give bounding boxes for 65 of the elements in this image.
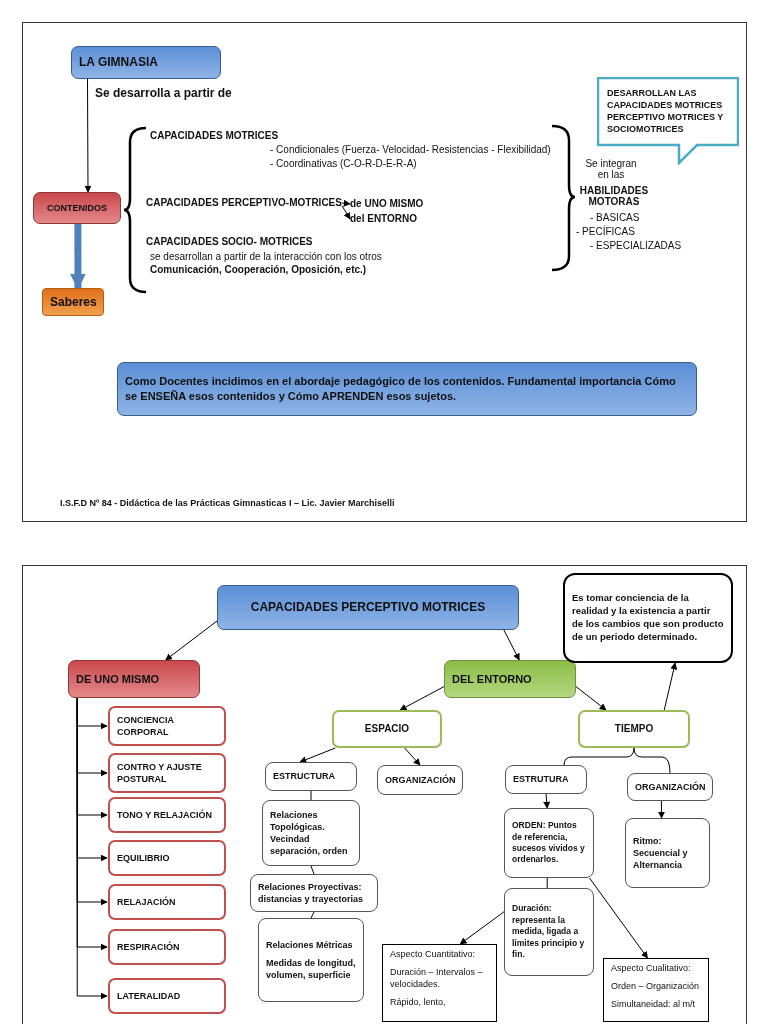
connector-line <box>546 877 548 889</box>
list-item-text: - Coordinativas (C-O-R-D-E-R-A) <box>270 158 417 169</box>
list-item-text: - Condicionales (Fuerza- Velocidad- Resistencias - Flexibilidad) <box>270 144 551 155</box>
category-box: DE UNO MISMO <box>68 660 200 698</box>
heading-text: HABILIDADES MOTORAS <box>578 185 650 207</box>
concept-box: ORGANIZACIÓN <box>627 773 713 801</box>
arrow <box>589 877 648 959</box>
category-box: DEL ENTORNO <box>444 660 576 698</box>
category-box: CONTENIDOS <box>33 192 121 224</box>
node-text: de UNO MISMO <box>350 197 424 211</box>
text-box: Aspecto Cuantitativo: Duración – Intervalos – velocidades. Rápido, lento, <box>382 944 497 1022</box>
concept-box: CONCIENCIA CORPORAL <box>108 706 226 746</box>
concept-box: TONO Y RELAJACIÓN <box>108 797 226 833</box>
arrow <box>399 686 445 711</box>
arrow <box>165 620 218 661</box>
arrow <box>69 224 86 290</box>
footer-text: I.S.F.D Nº 84 - Didáctica de las Prácticas Gimnasticas I – Lic. Javier Marchiselli <box>60 498 395 508</box>
concept-box: ESTRUTURA <box>505 765 587 794</box>
arrow <box>299 747 336 763</box>
concept-box: RELAJACIÓN <box>108 884 226 920</box>
arrow <box>543 793 551 809</box>
concept-box: Relaciones Proyectivas: distancias y trayectorias <box>250 874 378 912</box>
heading-box: Como Docentes incidimos en el abordaje pedagógico de los contenidos. Fundamental importancia Cómo se ENSEÑA esos contenidos y Cómo APRENDEN esos sujetos. <box>117 362 697 416</box>
node-text: del ENTORNO <box>350 212 418 226</box>
connector-line <box>310 790 312 801</box>
concept-box: Relaciones Métricas Medidas de longitud, volumen, superficie <box>258 918 364 1002</box>
heading-box: LA GIMNASIA <box>71 46 221 79</box>
arrow <box>341 205 351 220</box>
arrow <box>658 800 665 819</box>
arrow <box>341 199 351 207</box>
concept-box: ESPACIO <box>332 710 442 748</box>
concept-box: Relaciones Topológicas. Vecindad separación, orden <box>262 800 360 866</box>
node-text: CAPACIDADES PERCEPTIVO-MOTRICES <box>146 196 342 210</box>
arrow <box>84 78 92 193</box>
list-item-text: - PECÍFICAS <box>576 226 635 237</box>
definition-box: Es tomar conciencia de la realidad y la existencia a partir de los cambios que son producto de un periodo determinado. <box>563 573 733 663</box>
concept-box: ESTRUCTURA <box>265 762 357 791</box>
arrow <box>459 911 505 945</box>
category-box: Saberes <box>42 288 104 316</box>
concept-box: EQUILIBRIO <box>108 840 226 876</box>
heading-box: CAPACIDADES PERCEPTIVO MOTRICES <box>217 585 519 630</box>
list-item-text: - ESPECIALIZADAS <box>590 240 682 251</box>
concept-box: LATERALIDAD <box>108 978 226 1014</box>
arrow <box>404 747 421 766</box>
note-text: Comunicación, Cooperación, Oposición, etc.) <box>150 264 367 275</box>
concept-box: Ritmo: Secuencial y Alternancia <box>625 818 710 888</box>
concept-box: CONTRO Y AJUSTE POSTURAL <box>108 753 226 793</box>
connector-line <box>310 865 315 875</box>
concept-box: ORGANIZACIÓN <box>377 765 463 795</box>
arrow <box>663 662 678 711</box>
edge-label: Se desarrolla a partir de <box>95 86 232 100</box>
arrow <box>503 629 520 661</box>
connector-line <box>310 911 315 919</box>
arrow <box>76 697 108 1000</box>
arrow <box>575 686 607 711</box>
heading-text: CAPACIDADES MOTRICES <box>150 130 279 141</box>
concept-box: Duración: representa la medida, ligada a límites principio y fin. <box>504 888 594 976</box>
text-box: Aspecto Cualitativo: Orden – Organización Simultaneidad: al m/t <box>603 958 709 1022</box>
note-text: se desarrollan a partir de la interacción con los otros <box>150 251 382 262</box>
list-item-text: - BASICAS <box>590 212 640 223</box>
concept-box: RESPIRACIÓN <box>108 929 226 965</box>
heading-text: CAPACIDADES SOCIO- MOTRICES <box>146 236 313 247</box>
connector-line <box>633 747 671 774</box>
concept-box: ORDEN: Puntos de referencia, sucesos vividos y ordenarlos. <box>504 808 594 878</box>
concept-box: TIEMPO <box>578 710 690 748</box>
